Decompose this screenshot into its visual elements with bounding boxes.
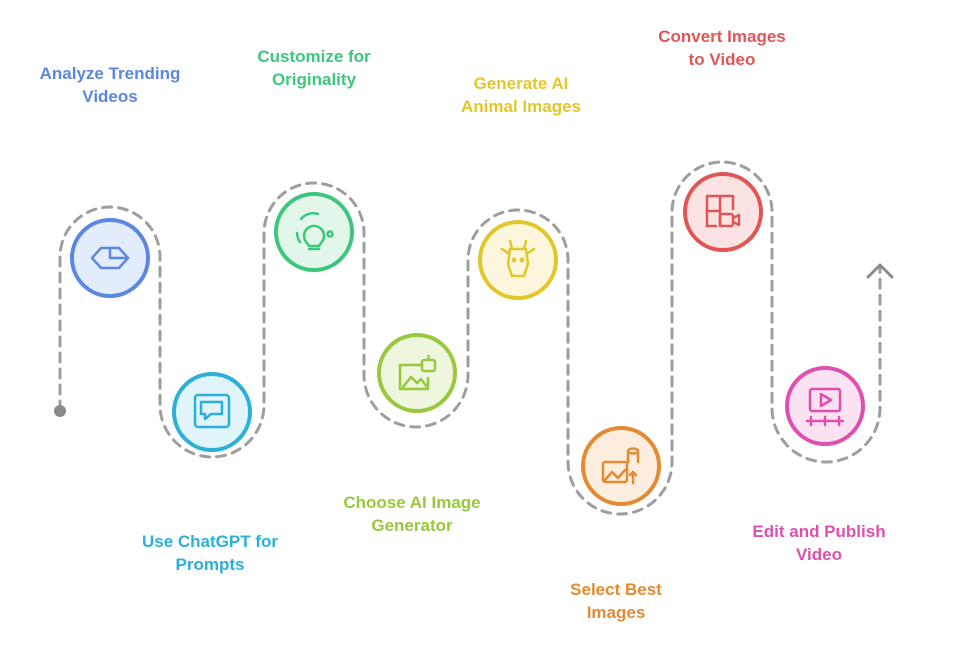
path-start-dot [54, 405, 66, 417]
step-chatgpt-node [172, 372, 252, 452]
step-select-label-line2: Images [586, 603, 646, 622]
step-publish-label: Edit and Publish Video [719, 520, 919, 566]
step-convert-label-line2: to Video [688, 50, 756, 69]
step-chatgpt-label: Use ChatGPT for Prompts [110, 530, 310, 576]
connector-path [58, 160, 882, 516]
step-convert-circle [683, 172, 763, 252]
step-publish-node [785, 366, 865, 446]
step-analyze-label: Analyze Trending Videos [10, 62, 210, 108]
image-database-icon [601, 447, 640, 485]
step-convert-label: Convert Images to Video [622, 25, 822, 71]
step-publish-label-line2: Video [796, 545, 842, 564]
step-select-label-line1: Select Best [570, 580, 662, 599]
step-publish-circle [785, 366, 865, 446]
step-convert-node [683, 172, 763, 252]
video-grid-icon [705, 194, 741, 228]
step-analyze-label-line2: Videos [82, 87, 138, 106]
step-convert-label-line1: Convert Images [658, 27, 786, 46]
step-chatgpt-label-line1: Use ChatGPT for [141, 532, 279, 551]
step-select-node [581, 426, 661, 506]
ai-image-icon [398, 354, 437, 391]
step-generate-circle [478, 220, 558, 300]
step-analyze-label-line1: Analyze Trending [39, 64, 181, 83]
step-chatgpt-label-line2: Prompts [175, 555, 245, 574]
step-chatgpt-circle [172, 372, 252, 452]
step-analyze-node [70, 218, 150, 298]
path-end-arrow [866, 263, 894, 279]
step-customize-label: Customize for Originality [214, 45, 414, 91]
step-generator-label-line2: Generator [371, 516, 453, 535]
step-generator-label-line1: Choose AI Image [343, 493, 481, 512]
step-generator-circle [377, 333, 457, 413]
step-generate-label-line2: Animal Images [461, 97, 581, 116]
step-generator-label: Choose AI Image Generator [312, 491, 512, 537]
box-icon [90, 246, 130, 270]
step-customize-node [274, 192, 354, 272]
step-customize-label-line1: Customize for [257, 47, 371, 66]
giraffe-icon [500, 239, 536, 278]
step-customize-label-line2: Originality [271, 70, 357, 89]
step-select-circle [581, 426, 661, 506]
chat-icon [193, 393, 231, 429]
step-generator-node [377, 333, 457, 413]
step-customize-circle [274, 192, 354, 272]
step-generate-label-line1: Generate AI [473, 74, 569, 93]
step-select-label: Select Best Images [516, 578, 716, 624]
step-generate-node [478, 220, 558, 300]
video-timeline-icon [805, 387, 845, 427]
step-publish-label-line1: Edit and Publish [752, 522, 886, 541]
step-generate-label: Generate AI Animal Images [421, 72, 621, 118]
lightbulb-icon [295, 212, 334, 251]
